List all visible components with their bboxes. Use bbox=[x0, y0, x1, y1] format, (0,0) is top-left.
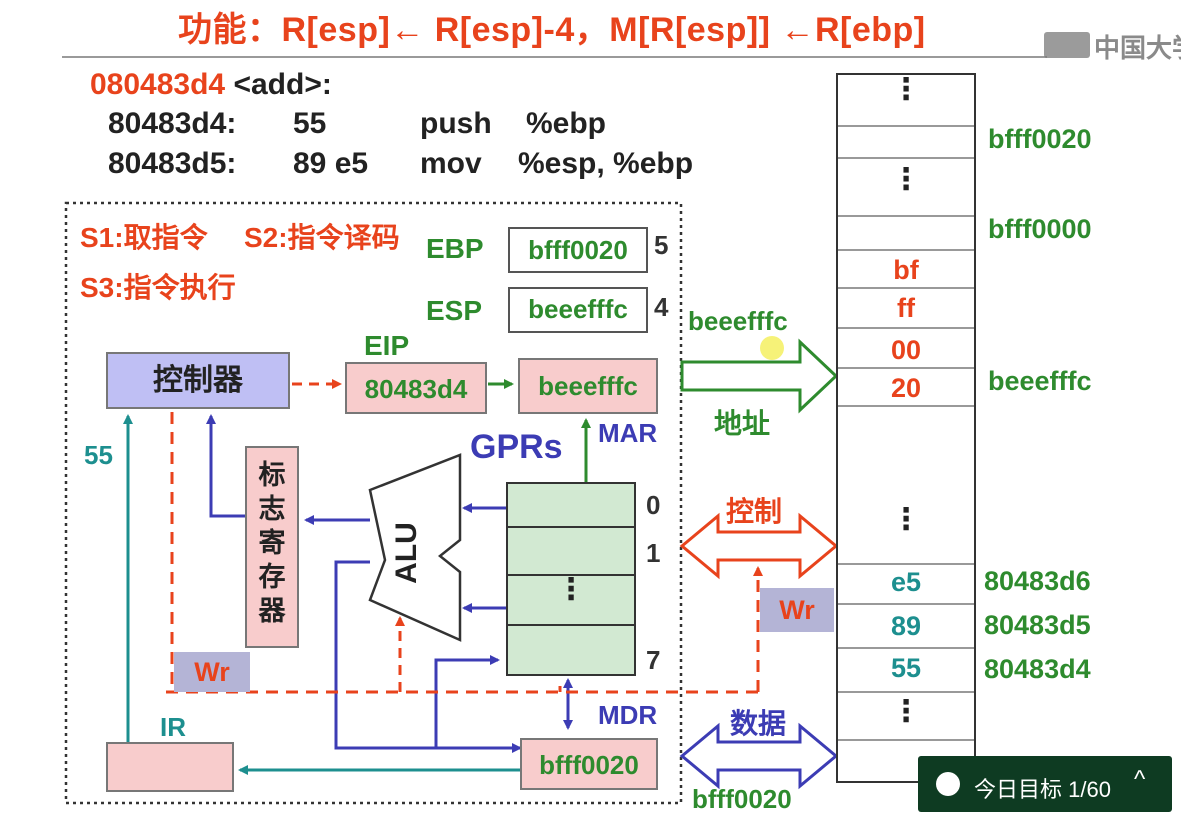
alu-label: ALU bbox=[390, 522, 423, 584]
memory-dots: ⋮ bbox=[891, 163, 921, 196]
mar-register: beeefffc bbox=[518, 358, 658, 414]
wr-signal-right: Wr bbox=[760, 588, 834, 632]
slide-title: 功能：R[esp]← R[esp]-4，M[R[esp]] ←R[ebp] bbox=[178, 11, 926, 49]
esp-label: ESP bbox=[426, 295, 483, 326]
daily-goal-text: 今日目标 1/60 bbox=[974, 777, 1111, 802]
code-line-1-bytes: 55 bbox=[293, 107, 327, 140]
mdr-register: bfff0020 bbox=[520, 738, 658, 790]
memory-cell: bf bbox=[893, 255, 919, 285]
gprs-label: GPRs bbox=[470, 428, 563, 466]
esp-index: 4 bbox=[654, 292, 669, 322]
ir-register bbox=[106, 742, 234, 792]
gprs-dots: ⋮ bbox=[556, 573, 586, 606]
memory-dots: ⋮ bbox=[891, 73, 921, 106]
eip-register: 80483d4 bbox=[345, 362, 487, 414]
data-bus-label: 数据 bbox=[730, 708, 787, 739]
memory-address: 80483d4 bbox=[984, 654, 1091, 684]
mar-label: MAR bbox=[598, 418, 658, 448]
mdr-label: MDR bbox=[598, 700, 658, 730]
flags-register: 标 志 寄 存 器 bbox=[245, 446, 299, 648]
memory-dots: ⋮ bbox=[891, 695, 921, 728]
main-memory: ⋮ ⋮ bf ff 00 20 ⋮ e5 89 55 ⋮ bbox=[836, 73, 976, 783]
gpr-index-1: 1 bbox=[646, 538, 661, 568]
ebp-index: 5 bbox=[654, 230, 669, 260]
flags-char: 标 bbox=[258, 460, 286, 490]
gpr-index-7: 7 bbox=[646, 645, 661, 675]
chevron-up-icon[interactable]: ^ bbox=[1134, 766, 1146, 793]
memory-cell: e5 bbox=[890, 567, 922, 597]
ebp-label: EBP bbox=[426, 233, 484, 264]
flags-char: 存 bbox=[258, 562, 286, 592]
memory-address: bfff0000 bbox=[988, 214, 1092, 244]
memory-address: 80483d5 bbox=[984, 610, 1091, 640]
memory-dots: ⋮ bbox=[891, 503, 921, 536]
address-bus-value: beeefffc bbox=[688, 306, 788, 336]
mooc-logo-text: 中国大学 bbox=[1094, 33, 1181, 63]
code-header: 080483d4 <add>: bbox=[90, 68, 332, 102]
cursor-highlight bbox=[760, 336, 784, 360]
gprs-register-file: ⋮ bbox=[506, 482, 636, 676]
memory-cell: 55 bbox=[890, 653, 922, 683]
eip-label: EIP bbox=[364, 330, 410, 361]
flags-char: 器 bbox=[258, 596, 286, 626]
ebp-register: bfff0020 bbox=[508, 227, 648, 273]
flags-char: 志 bbox=[258, 494, 286, 524]
control-bus-label: 控制 bbox=[726, 496, 783, 527]
code-line-1-op: push bbox=[420, 107, 492, 140]
controller: 控制器 bbox=[106, 352, 290, 409]
memory-cell: 00 bbox=[890, 335, 922, 365]
memory-cell: ff bbox=[897, 293, 915, 323]
flags-char: 寄 bbox=[258, 528, 286, 558]
data-bus-value: bfff0020 bbox=[692, 784, 792, 814]
ir-label: IR bbox=[160, 712, 186, 742]
code-line-2-args: %esp, %ebp bbox=[518, 147, 694, 180]
code-line-2-bytes: 89 e5 bbox=[293, 147, 369, 180]
ir-input-value: 55 bbox=[84, 440, 113, 470]
stage-execute: S3:指令执行 bbox=[80, 272, 236, 303]
function-name: <add>: bbox=[225, 68, 332, 101]
cpu-boundary bbox=[64, 201, 683, 805]
memory-cell: 89 bbox=[890, 611, 922, 641]
memory-address: 80483d6 bbox=[984, 566, 1091, 596]
address-bus-label: 地址 bbox=[714, 408, 771, 439]
alu-shape bbox=[368, 453, 462, 642]
code-line-1-args: %ebp bbox=[526, 107, 607, 140]
memory-address: beeefffc bbox=[988, 366, 1092, 396]
code-line-1-addr: 80483d4: bbox=[108, 107, 237, 140]
wr-signal-left: Wr bbox=[174, 652, 250, 692]
memory-cell: 20 bbox=[890, 373, 922, 403]
stage-decode: S2:指令译码 bbox=[244, 222, 400, 253]
code-line-2-addr: 80483d5: bbox=[108, 147, 237, 180]
memory-address: bfff0020 bbox=[988, 124, 1092, 154]
progress-ring-icon bbox=[936, 772, 960, 796]
gpr-index-0: 0 bbox=[646, 490, 661, 520]
mooc-logo-icon bbox=[1044, 32, 1090, 58]
code-line-2-op: mov bbox=[420, 147, 482, 180]
function-address: 080483d4 bbox=[90, 68, 226, 101]
title-divider bbox=[62, 56, 1047, 58]
stage-fetch: S1:取指令 bbox=[80, 222, 208, 253]
address-bus-arrow bbox=[680, 338, 839, 414]
daily-goal-badge[interactable] bbox=[918, 756, 1172, 812]
esp-register: beeefffc bbox=[508, 287, 648, 333]
